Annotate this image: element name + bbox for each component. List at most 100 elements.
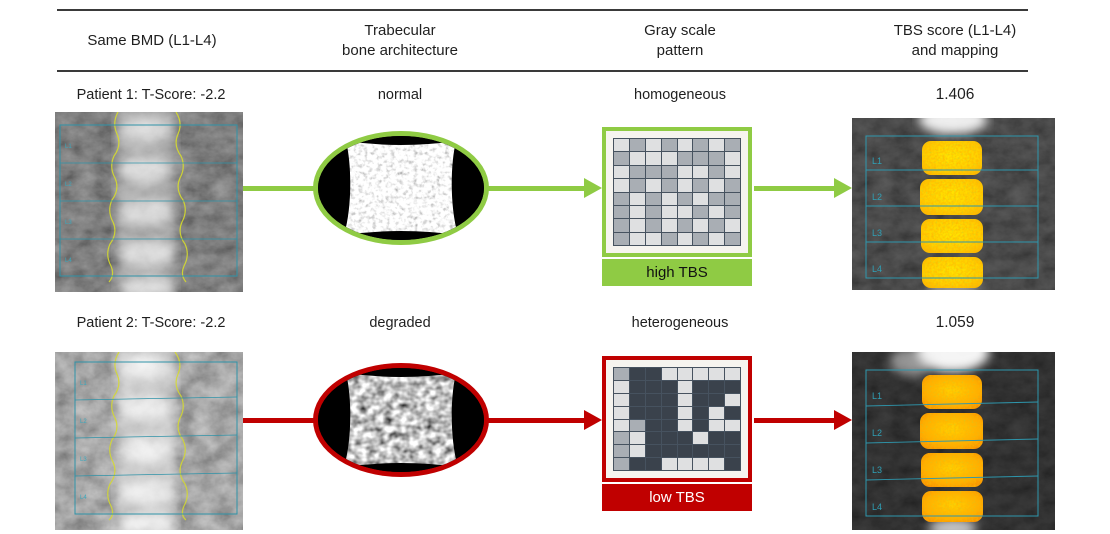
grid-cell [709,192,725,205]
grid-cell [614,380,629,393]
grid-cell [614,458,629,470]
grid-cell [629,458,645,470]
grid-cell [693,393,709,406]
grid-cell [629,232,645,245]
grid-cell [614,205,629,219]
grid-cell [645,368,661,380]
grid-cell [661,179,677,192]
grid-cell [661,205,677,219]
grid-cell [645,445,661,458]
tbs-score-1: 1.406 [935,86,975,103]
grayscale-pattern-panel-1 [602,127,752,257]
roi-label-l4: L4 [872,264,882,274]
grid-cell [693,406,709,419]
tbs-mapping-image-patient2: L1 L2 L3 L4 [852,352,1055,530]
roi-label-l2: L2 [872,192,882,202]
trabecular-bone-image-normal [313,131,489,245]
grid-cell [614,219,629,232]
column-header-grayscale: Gray scale pattern [644,22,716,60]
grid-cell [661,419,677,432]
roi-label-l4: L4 [872,502,882,512]
grid-cell [709,458,725,470]
grid-cell [629,432,645,445]
grid-cell [645,393,661,406]
architecture-label-2: degraded [369,315,431,331]
grid-cell [725,393,740,406]
patient1-label: Patient 1: T-Score: -2.2 [76,87,226,103]
grid-cell [693,380,709,393]
grid-cell [614,192,629,205]
grid-cell [693,219,709,232]
grid-cell [645,179,661,192]
grid-cell [629,179,645,192]
roi-label-l4: L4 [80,495,87,501]
grid-cell [709,232,725,245]
grid-cell [661,219,677,232]
grid-cell [614,152,629,165]
grid-cell [709,165,725,179]
roi-grid-lines [74,361,238,515]
grid-cell [693,432,709,445]
grid-cell [725,445,740,458]
grid-cell [677,192,693,205]
tbs-badge-low: low TBS [602,484,752,511]
grid-cell [614,232,629,245]
grid-cell [677,232,693,245]
grid-cell [709,205,725,219]
roi-label-l3: L3 [872,465,882,475]
grid-cell [709,139,725,152]
grid-cell [661,165,677,179]
grayscale-pattern-panel-2 [602,356,752,482]
grid-cell [709,219,725,232]
grid-cell [629,139,645,152]
grid-cell [725,232,740,245]
grid-cell [661,380,677,393]
grid-cell [693,445,709,458]
grid-cell [645,219,661,232]
grid-cell [614,406,629,419]
roi-label-l2: L2 [65,182,72,188]
bmd-xray-image-patient2: L1 L2 L3 L4 [55,352,243,530]
arrowhead-pattern-2 [584,410,602,430]
grayscale-grid-homogeneous [613,138,741,246]
grid-cell [661,368,677,380]
pattern-label-2: heterogeneous [631,315,729,331]
arrow-bmd-to-architecture-1 [243,186,319,191]
grid-cell [645,165,661,179]
spine-contour-line [107,352,120,521]
grid-cell [614,165,629,179]
arrowhead-score-1 [834,178,852,198]
grid-cell [725,165,740,179]
roi-grid-lines [865,369,1039,517]
grid-cell [709,432,725,445]
grid-cell [725,179,740,192]
grid-cell [725,192,740,205]
grid-cell [629,368,645,380]
grid-cell [693,152,709,165]
grid-cell [693,179,709,192]
arrow-pattern-to-score-2 [754,418,836,423]
grid-cell [645,232,661,245]
grid-cell [677,139,693,152]
roi-label-l3: L3 [872,228,882,238]
grid-cell [629,393,645,406]
grid-cell [629,219,645,232]
column-header-bmd: Same BMD (L1-L4) [87,32,217,49]
header-bottom-rule [57,70,1028,72]
grid-cell [677,205,693,219]
roi-label-l2: L2 [80,419,87,425]
grid-cell [629,419,645,432]
arrow-architecture-to-pattern-2 [487,418,587,423]
grid-cell [645,432,661,445]
grid-cell [725,139,740,152]
column-header-tbs: TBS score (L1-L4) and mapping [893,22,1017,60]
grid-cell [725,219,740,232]
grid-cell [709,152,725,165]
grid-cell [725,419,740,432]
grid-cell [677,380,693,393]
grid-cell [661,152,677,165]
grid-cell [693,458,709,470]
grid-cell [709,419,725,432]
